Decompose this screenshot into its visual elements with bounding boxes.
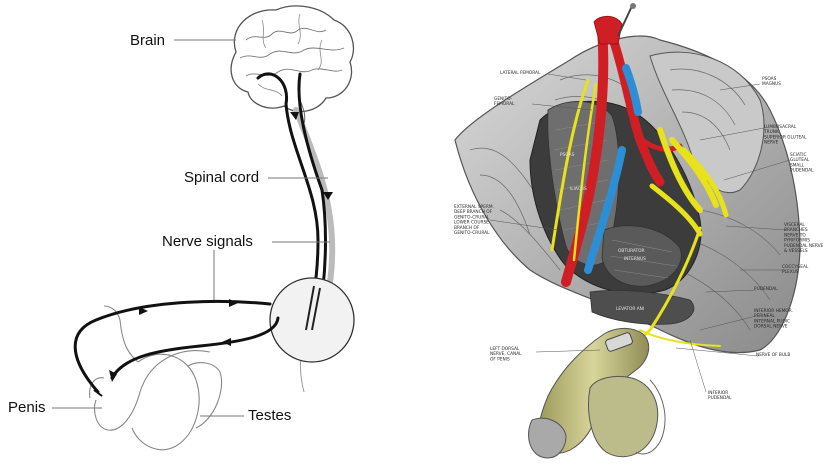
plate-label-line: TRUNK (763, 129, 779, 135)
plate-label-line: GENITO-CRURAL (454, 214, 490, 220)
plate-label-right-5: PUDENDAL (754, 286, 778, 292)
inner-label-psoas: PSOAS (560, 152, 575, 158)
plate-label-line: PLEXUS (782, 269, 799, 275)
plate-label-line: NERVE, CANAL (490, 351, 522, 357)
plate-label-line: SMALL (790, 162, 805, 168)
plate-label-line: EXTERNAL SPERM. (454, 204, 494, 210)
probe-pin-head (630, 3, 636, 9)
reflex-arc-pathway (75, 301, 278, 392)
plate-label-line: PSOAS (762, 76, 777, 82)
plate-label-left-0: LATERAL FEMORAL (500, 70, 541, 76)
plate-label-line: INFERIOR (708, 390, 728, 396)
plate-label-line: GENITO- (494, 96, 513, 102)
plate-label-line: PYRIFORMIS (784, 238, 810, 244)
plate-label-line: DORSAL NERVE (754, 324, 788, 330)
plate-label-line: LATERAL FEMORAL (500, 70, 541, 76)
inner-label-obturator: OBTURATOR (618, 248, 645, 254)
plate-label-line: PUDENDAL (708, 395, 732, 401)
plate-label-line: PUDENDAL NERVE (784, 243, 824, 249)
plate-label-line: PUDENDAL (754, 286, 778, 292)
plate-label-line: SUPERIOR GLUTEAL (764, 134, 807, 140)
scrotal-sac (589, 376, 658, 456)
plate-label-line: & VESSELS (784, 248, 808, 254)
plate-label-line: MAGNUS (762, 81, 781, 87)
plate-label-line: LUMBOSACRAL (764, 124, 797, 130)
plate-label-line: OF PENIS (490, 356, 510, 362)
plate-label-line: GLUTEAL (790, 157, 810, 163)
plate-label-line: INTERNAL PUDIC (754, 318, 790, 324)
plate-label-line: LEFT DORSAL (490, 346, 520, 352)
plate-label-line: GENITO-CRURAL (454, 230, 490, 236)
plate-label-line: NERVE (764, 140, 779, 146)
inner-label-iliacus: ILIACUS (570, 186, 587, 192)
plate-label-line: SCIATIC (790, 152, 807, 158)
inner-label-levator-ani: LEVATOR ANI (616, 306, 644, 312)
efferent-arrowhead (222, 338, 231, 346)
plate-label-line: BRANCHES (784, 227, 808, 233)
plate-label-right-7: NERVE OF BULB (756, 352, 790, 358)
plate-label-line: PUDENDAL (790, 168, 814, 174)
plate-label-line: BRANCH OF (454, 225, 480, 231)
plate-label-line: VISCERAL (784, 222, 805, 228)
schematic-diagram: Brain Spinal cord Nerve signals Penis Te… (8, 6, 354, 450)
plate-label-left-1: GENITO-FEMORAL (494, 96, 515, 107)
genital-outline (90, 306, 222, 450)
plate-label-line: NERVE TO (784, 232, 806, 238)
plate-label-line: COCCYGEAL (782, 264, 809, 270)
brain-illustration (231, 6, 353, 124)
plate-label-line: NERVE OF BULB (756, 352, 790, 358)
plate-label-line: PERINEAL (754, 313, 775, 319)
penis-label: Penis (8, 399, 46, 416)
plate-label-line: INFERIOR HEMOR. (754, 308, 793, 314)
sacral-region-circle (270, 278, 354, 362)
plate-label-line: DEEP BRANCH OF (454, 209, 493, 215)
plate-label-line: LOWER COURSE (454, 220, 489, 226)
spinal-cord-label: Spinal cord (184, 169, 259, 186)
inner-label-internus: INTERNUS (624, 256, 646, 262)
brain-label: Brain (130, 32, 165, 49)
testes-label: Testes (248, 407, 291, 424)
nerve-signals-label: Nerve signals (162, 233, 253, 250)
plate-label-line: FEMORAL (494, 101, 515, 107)
